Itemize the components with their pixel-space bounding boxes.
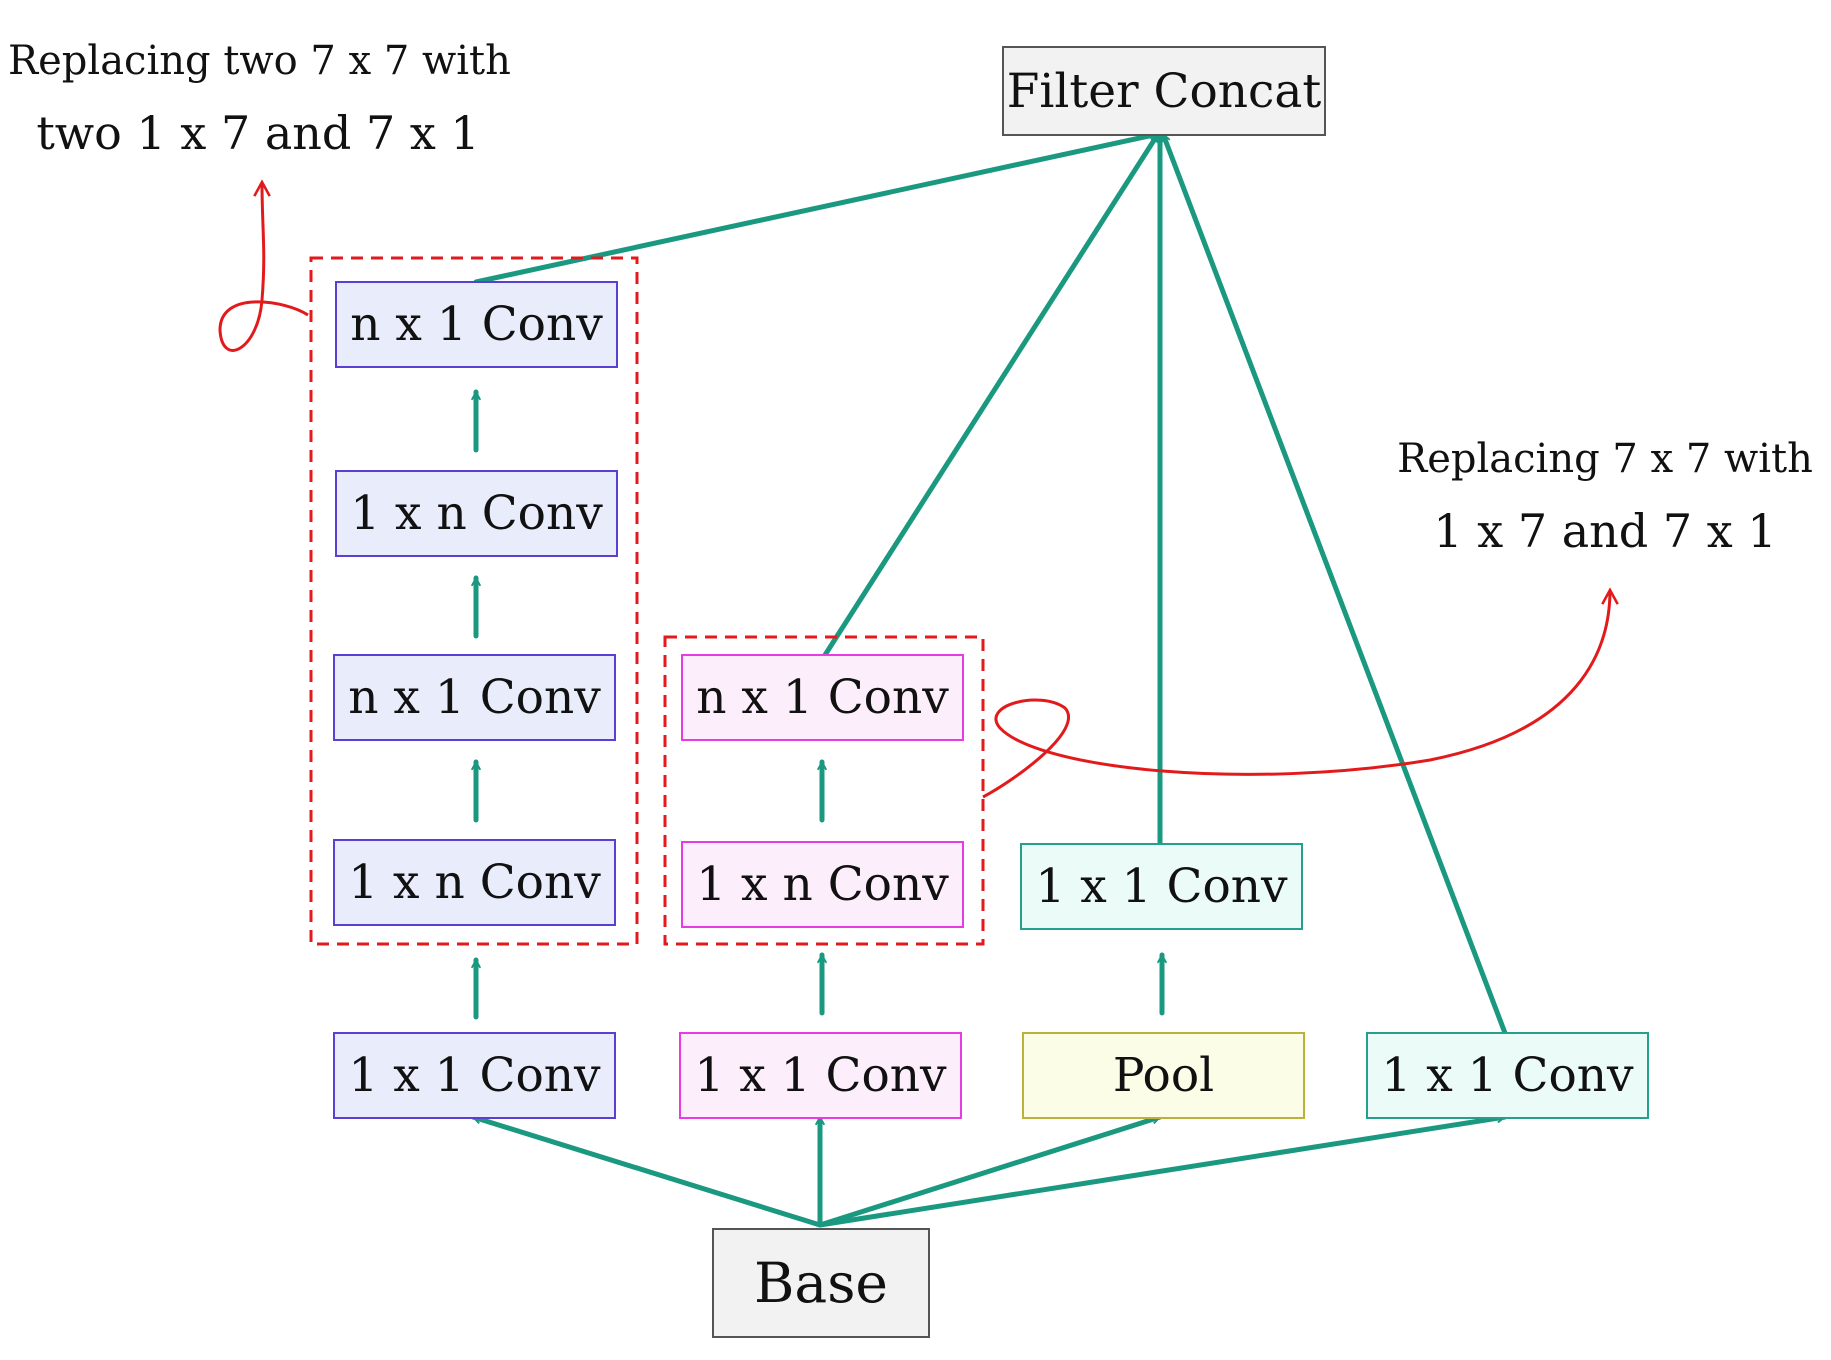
b2-conv1xn-label: 1 x n Conv [696, 857, 949, 912]
edge-b2-to-concat [822, 131, 1161, 658]
annotation-curve-left [218, 182, 309, 352]
b3-pool-node: Pool [1022, 1032, 1305, 1119]
annotation-curve-right [982, 590, 1610, 799]
b3-pool-label: Pool [1112, 1048, 1215, 1103]
annotation-left-line1: Replacing two 7 x 7 with [8, 38, 511, 84]
b3-conv1x1-node: 1 x 1 Conv [1020, 843, 1303, 930]
b1-convnx1-a-node: n x 1 Conv [333, 654, 616, 741]
b2-convnx1-node: n x 1 Conv [681, 654, 964, 741]
base-node: Base [712, 1228, 930, 1338]
filter-concat-node: Filter Concat [1002, 46, 1326, 136]
annotation-left-line2: two 1 x 7 and 7 x 1 [36, 106, 480, 160]
b1-conv1x1-node: 1 x 1 Conv [333, 1032, 616, 1119]
b3-conv1x1-label: 1 x 1 Conv [1035, 859, 1288, 914]
b4-conv1x1-node: 1 x 1 Conv [1366, 1032, 1649, 1119]
b1-convnx1-b-node: n x 1 Conv [335, 281, 618, 368]
b1-conv1x1-label: 1 x 1 Conv [348, 1048, 601, 1103]
edge-base-to-b1-conv1x1 [470, 1117, 823, 1228]
edge-b1-to-concat [473, 134, 1161, 285]
b1-conv1xn-a-label: 1 x n Conv [348, 855, 601, 910]
b2-conv1x1-label: 1 x 1 Conv [694, 1048, 947, 1103]
b1-conv1xn-a-node: 1 x n Conv [333, 839, 616, 926]
b2-convnx1-label: n x 1 Conv [696, 670, 949, 725]
b2-conv1x1-node: 1 x 1 Conv [679, 1032, 962, 1119]
base-label: Base [754, 1251, 888, 1315]
filter-concat-label: Filter Concat [1006, 63, 1322, 119]
annotation-right: Replacing 7 x 7 with 1 x 7 and 7 x 1 [1390, 428, 1820, 572]
b1-convnx1-a-label: n x 1 Conv [348, 670, 601, 725]
edge-base-to-pool [817, 1117, 1163, 1228]
b2-conv1xn-node: 1 x n Conv [681, 841, 964, 928]
factorization-group-7x7 [663, 635, 985, 946]
annotation-right-line1: Replacing 7 x 7 with [1397, 436, 1813, 482]
edge-b4-to-concat [1160, 131, 1508, 1036]
edge-base-to-b4-conv1x1 [817, 1117, 1508, 1228]
b1-convnx1-b-label: n x 1 Conv [350, 297, 603, 352]
b1-conv1xn-b-node: 1 x n Conv [335, 470, 618, 557]
factorization-group-two-7x7 [309, 256, 639, 946]
annotation-left: Replacing two 7 x 7 with two 1 x 7 and 7… [8, 30, 511, 174]
b1-conv1xn-b-label: 1 x n Conv [350, 486, 603, 541]
annotation-right-line2: 1 x 7 and 7 x 1 [1433, 504, 1777, 558]
b4-conv1x1-label: 1 x 1 Conv [1381, 1048, 1634, 1103]
